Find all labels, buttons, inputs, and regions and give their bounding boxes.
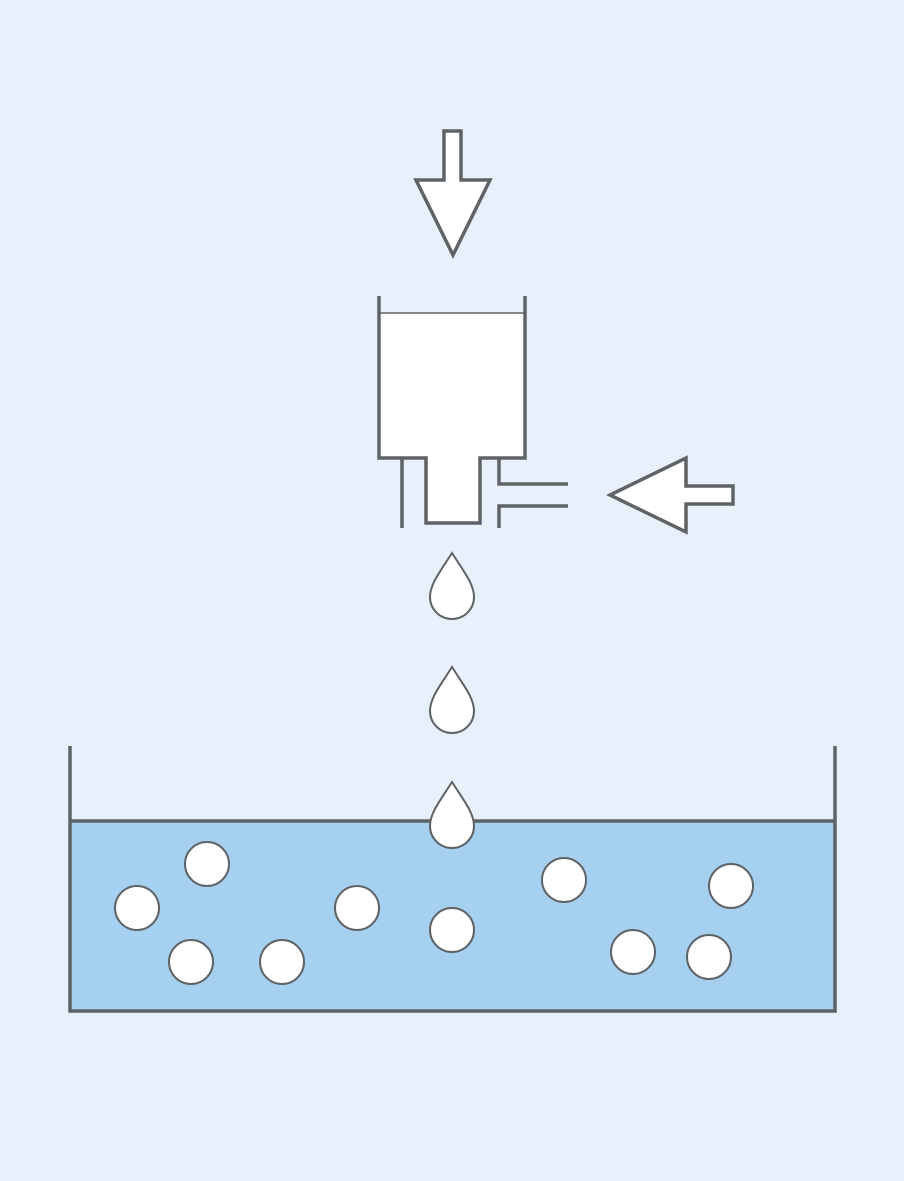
nozzle-body <box>379 313 525 523</box>
bead <box>114 885 160 931</box>
bead <box>168 939 214 985</box>
droplet <box>428 665 476 734</box>
nozzle <box>377 296 568 528</box>
left-arrow-icon <box>606 455 735 535</box>
down-arrow-icon <box>413 129 493 259</box>
bead <box>610 929 656 975</box>
droplet <box>428 551 476 620</box>
side-inlet-bottom <box>497 504 568 528</box>
bead <box>259 939 305 985</box>
droplet <box>428 780 476 849</box>
container <box>68 746 837 1013</box>
bead <box>429 907 475 953</box>
beads <box>114 841 754 985</box>
bead <box>334 885 380 931</box>
bead <box>708 863 754 909</box>
droplets <box>428 551 476 849</box>
bead <box>541 857 587 903</box>
bead <box>686 934 732 980</box>
nozzle-outline <box>377 296 527 525</box>
side-inlet-top <box>497 458 568 486</box>
bead <box>184 841 230 887</box>
